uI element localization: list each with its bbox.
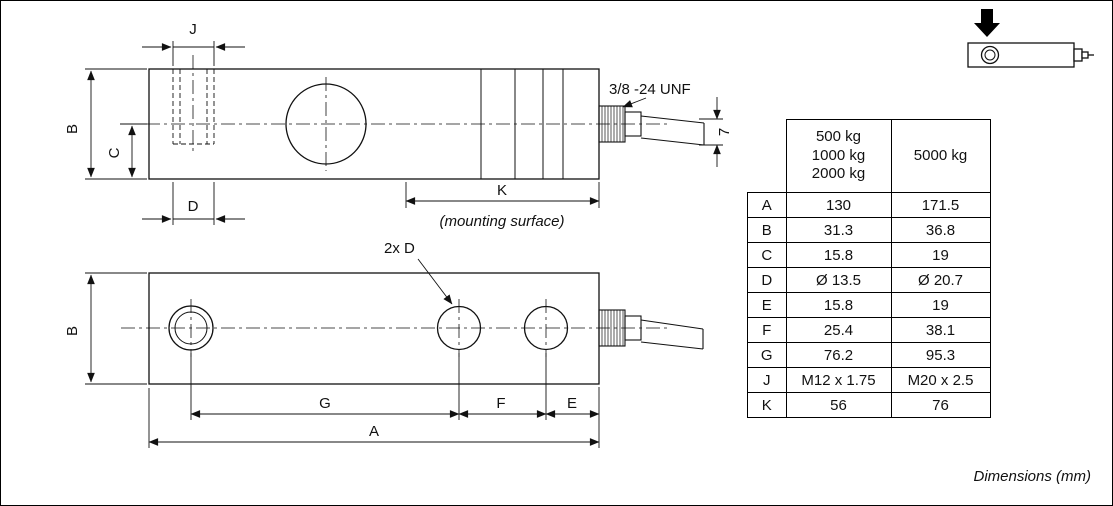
cable-gland-side	[598, 105, 705, 146]
row-label: E	[747, 292, 787, 318]
technical-drawing: J B C D K (mounting surface) 3/8 -24 UNF…	[64, 21, 733, 448]
row-label: A	[747, 192, 787, 218]
cable-gland-plan	[598, 309, 704, 350]
cable-diameter-label: 7	[716, 128, 733, 136]
dimensions-unit-note: Dimensions (mm)	[973, 468, 1091, 485]
dim-label-g: G	[319, 395, 331, 412]
centerlines-side	[121, 55, 667, 171]
row-label: C	[747, 242, 787, 268]
hidden-hole-lines	[172, 69, 215, 145]
dim-label-b-plan: B	[64, 326, 81, 336]
row-label: D	[747, 267, 787, 293]
load-cell-icon	[967, 42, 1094, 68]
mounting-surface-note: (mounting surface)	[439, 213, 564, 230]
dim-label-b-side: B	[64, 124, 81, 134]
product-icon	[956, 5, 1106, 82]
row-label: G	[747, 342, 787, 368]
row-label: K	[747, 392, 787, 418]
row-label: F	[747, 317, 787, 343]
hole-callout-label: 2x D	[384, 240, 415, 257]
centerlines-plan	[121, 299, 667, 357]
dim-label-a: A	[369, 423, 379, 440]
thread-callout: 3/8 -24 UNF	[609, 81, 691, 98]
column-header-high-capacity: 5000 kg	[890, 119, 991, 193]
dim-label-c: C	[106, 147, 123, 158]
dim-label-d: D	[188, 198, 199, 215]
table-corner-cell	[747, 119, 787, 193]
column-header-low-capacity: 500 kg 1000 kg 2000 kg	[785, 119, 892, 193]
side-view-dimensions	[85, 41, 723, 225]
plan-view-dimensions	[85, 258, 600, 448]
load-direction-arrow-icon	[974, 9, 1000, 37]
plan-view	[148, 272, 704, 385]
row-label: B	[747, 217, 787, 243]
row-label: J	[747, 367, 787, 393]
dim-label-j: J	[189, 21, 197, 38]
dim-label-k: K	[497, 182, 507, 199]
dim-label-f: F	[496, 395, 505, 412]
dim-label-e: E	[567, 395, 577, 412]
